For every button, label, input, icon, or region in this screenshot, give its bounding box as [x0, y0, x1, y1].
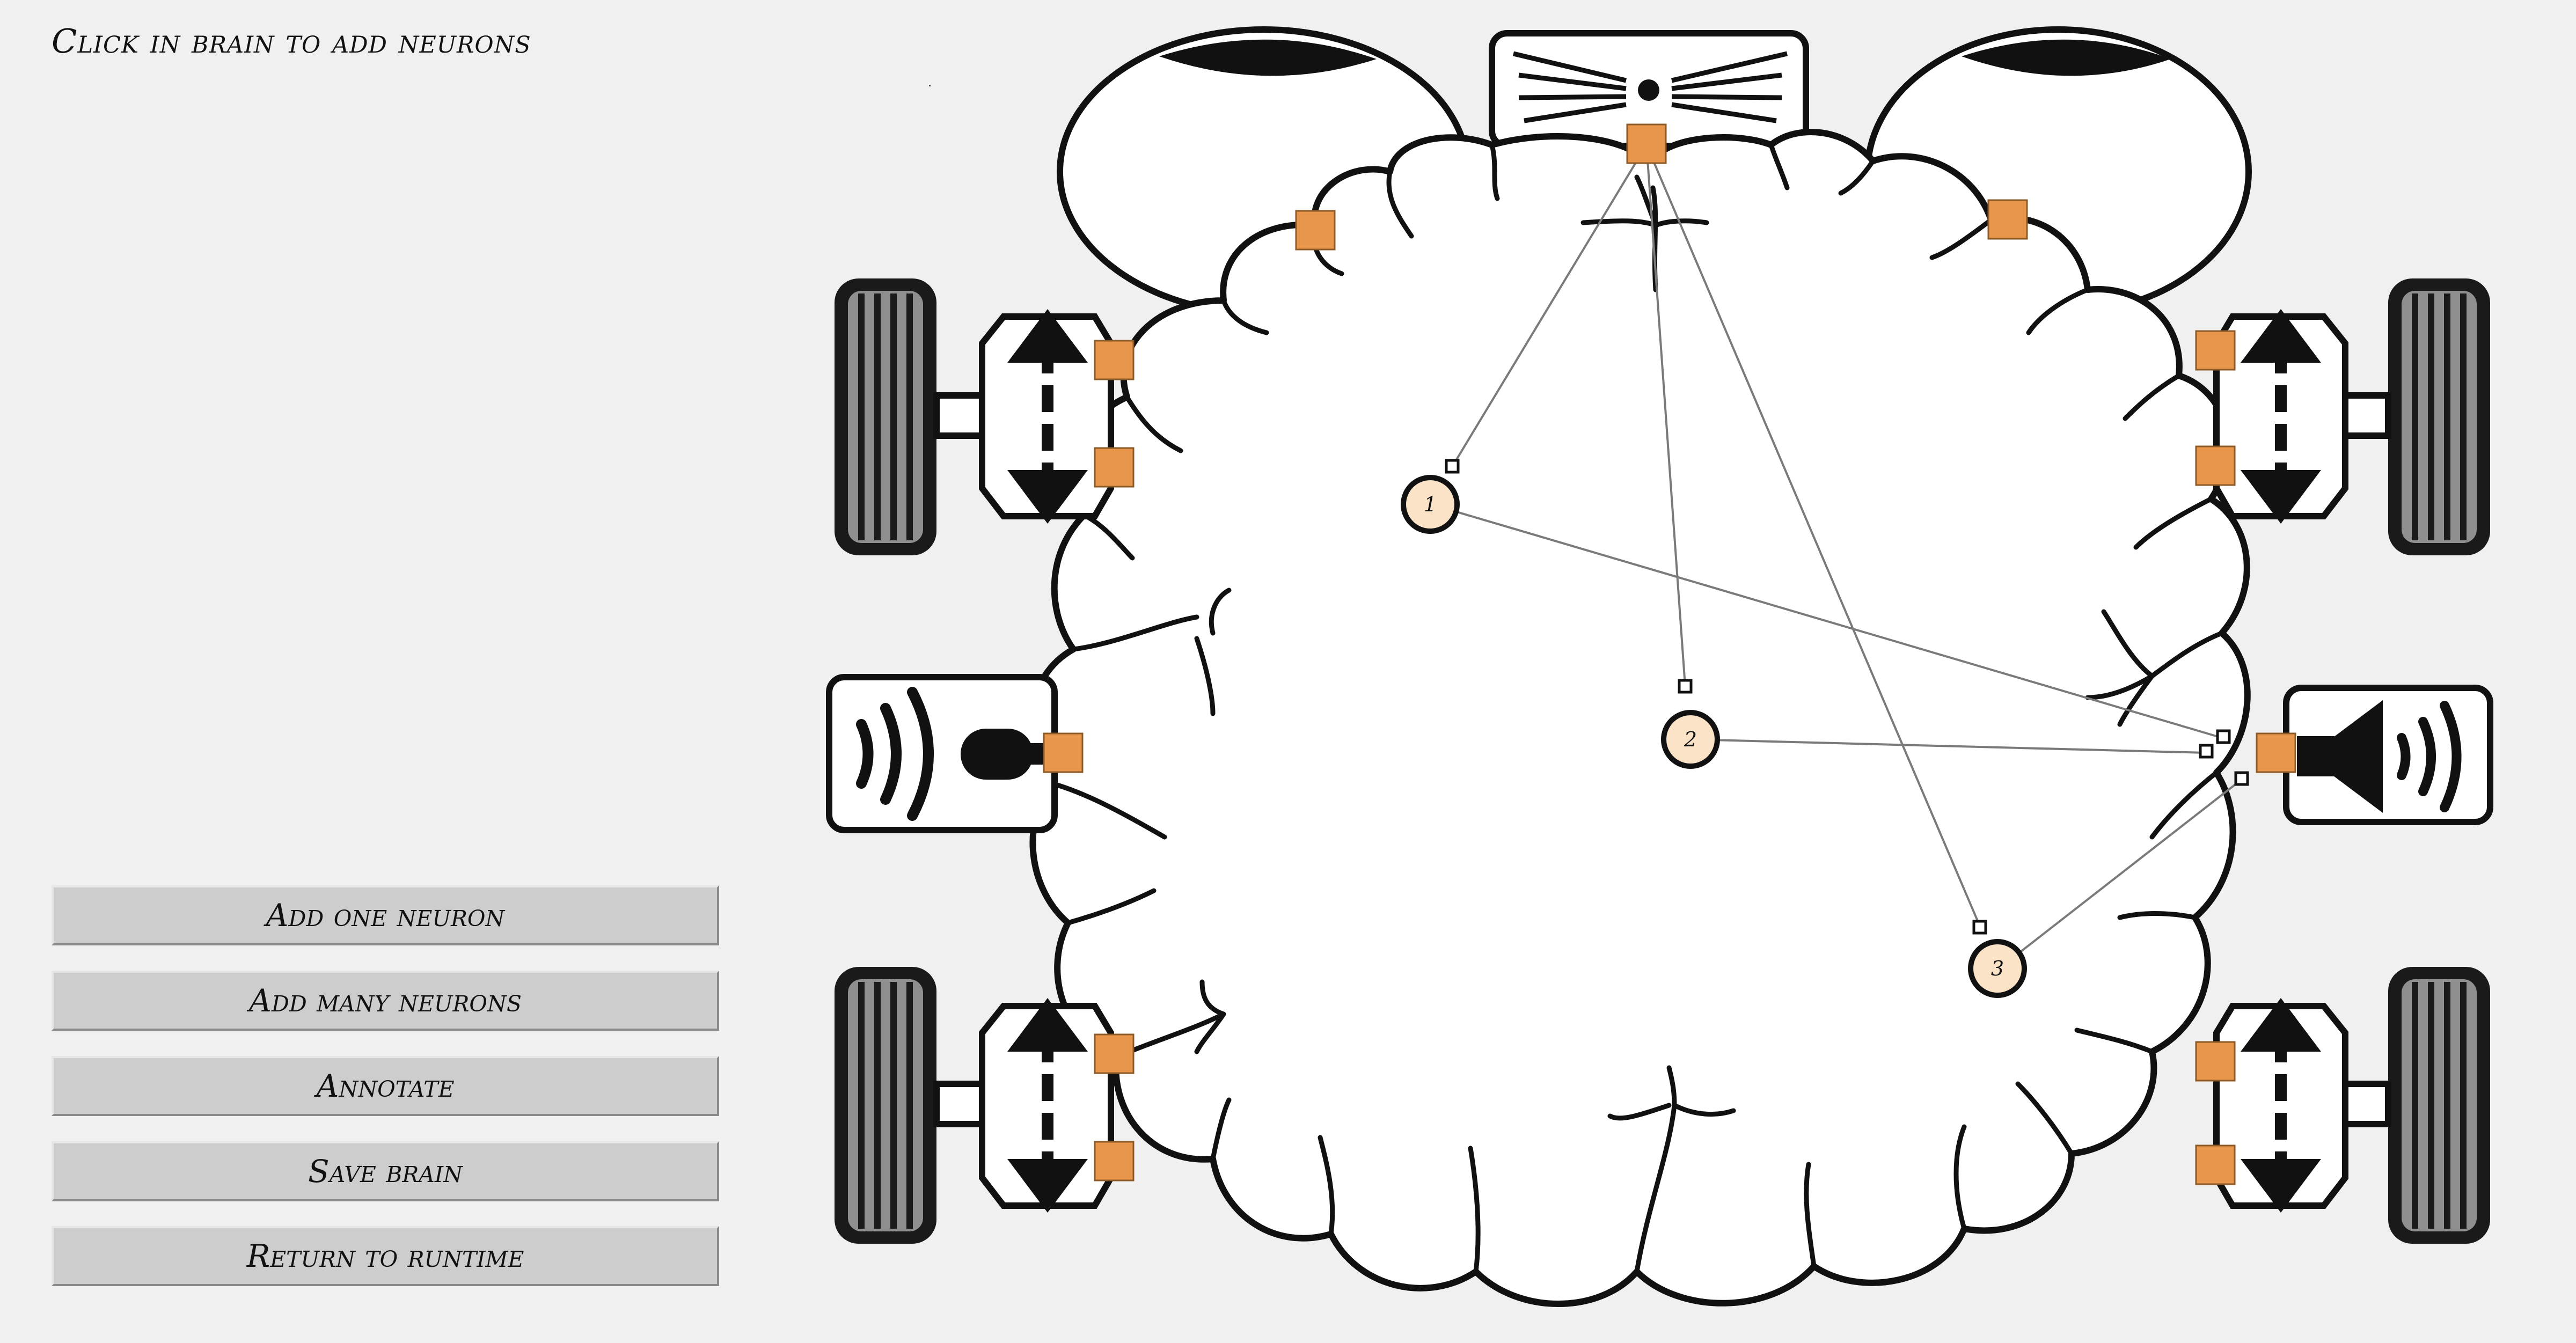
- terminal-speaker: [2256, 732, 2296, 773]
- synapse-endpoints[interactable]: [1445, 459, 2249, 935]
- terminal-left-top-forward: [1094, 340, 1135, 380]
- terminal-left-bottom-forward: [1094, 1033, 1135, 1074]
- terminal-left-bottom-back: [1094, 1141, 1135, 1181]
- brain-outline: [1028, 129, 2251, 1307]
- neuron-3-label: 3: [1991, 957, 2004, 980]
- wheel-icon: [835, 967, 936, 1244]
- add-one-neuron-button[interactable]: Add one neuron: [52, 885, 719, 945]
- synapse-endpoint: [2216, 729, 2231, 744]
- terminal-right-bottom-forward: [2195, 1041, 2236, 1082]
- motor-right-bottom: [2213, 998, 2348, 1213]
- wheel-icon: [2388, 967, 2490, 1244]
- wheel-icon: [2388, 278, 2490, 555]
- axle-right-top: [2339, 392, 2391, 439]
- terminals[interactable]: [1043, 123, 2296, 1185]
- terminal-right-bottom-back: [2195, 1144, 2236, 1185]
- axle-right-bottom: [2339, 1081, 2391, 1127]
- terminal-right-top-forward: [2195, 330, 2236, 371]
- neuron-1[interactable]: 1: [1401, 475, 1460, 534]
- axle-left-top: [933, 392, 985, 439]
- terminal-right-eye: [1987, 199, 2028, 240]
- terminal-left-top-back: [1094, 447, 1135, 488]
- wheel-icon: [835, 278, 936, 555]
- synapse-lines: [1431, 144, 2243, 970]
- brain-folds: [1049, 142, 2224, 1274]
- save-brain-button[interactable]: Save brain: [52, 1141, 719, 1201]
- motor-right-top: [2213, 309, 2348, 524]
- neuron-2-label: 2: [1684, 728, 1697, 751]
- motor-left-top: [979, 309, 1114, 524]
- neuron-1-label: 1: [1424, 493, 1437, 516]
- add-many-neurons-button[interactable]: Add many neurons: [52, 971, 719, 1031]
- terminal-left-eye: [1295, 210, 1336, 251]
- neuron-2[interactable]: 2: [1661, 710, 1720, 769]
- neuron-3[interactable]: 3: [1968, 939, 2027, 998]
- synapse-endpoint: [2199, 744, 2214, 759]
- axle-left-bottom: [933, 1081, 985, 1127]
- synapse-endpoint: [1972, 920, 1987, 935]
- speaker-icon: [2283, 685, 2493, 825]
- return-to-runtime-button[interactable]: Return to runtime: [52, 1226, 719, 1286]
- instruction-text: Click in brain to add neurons: [52, 21, 531, 61]
- synapse-endpoint: [1678, 679, 1693, 694]
- synapse-endpoint: [1445, 459, 1460, 474]
- terminal-microphone: [1043, 732, 1084, 773]
- stray-dot: [929, 85, 931, 86]
- motor-left-bottom: [979, 998, 1114, 1213]
- microphone-icon: [826, 674, 1058, 833]
- terminal-right-top-back: [2195, 445, 2236, 486]
- annotate-button[interactable]: Annotate: [52, 1056, 719, 1116]
- synapse-endpoint: [2234, 771, 2249, 786]
- terminal-camera: [1626, 123, 1667, 164]
